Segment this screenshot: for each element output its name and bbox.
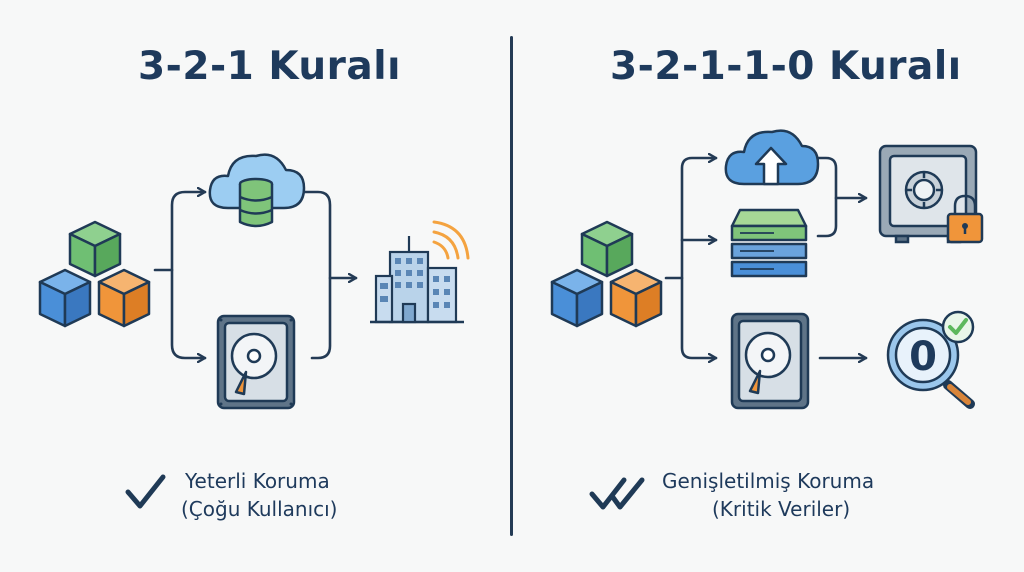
server-stack-icon (730, 208, 808, 278)
arrow-to-cloud (153, 192, 207, 272)
verify-zero-label: 0 (909, 334, 937, 380)
wifi-signal-icon (432, 220, 470, 260)
office-building-icon (370, 220, 470, 324)
left-caption-subtitle: (Çoğu Kullanıcı) (181, 497, 338, 521)
right-title: 3-2-1-1-0 Kuralı (610, 44, 962, 89)
arrow-to-safe (816, 156, 868, 198)
data-cubes-icon (38, 220, 151, 328)
left-caption-title: Yeterli Koruma (185, 469, 330, 493)
arrow-to-drive (170, 268, 207, 358)
arrow-to-drive-right (680, 276, 718, 358)
arrow-cloud-to-office (296, 190, 358, 278)
hard-drive-icon (216, 314, 296, 410)
arrow-to-cloud-upload (664, 158, 718, 280)
checkmark-icon (125, 474, 166, 509)
right-caption: Genişletilmiş Koruma (Kritik Veriler) (662, 467, 874, 523)
cloud-upload-icon (724, 129, 820, 186)
left-title: 3-2-1 Kuralı (138, 44, 401, 89)
center-divider (510, 36, 513, 536)
padlock-icon (946, 194, 984, 244)
safe-vault-icon (878, 144, 978, 244)
right-caption-subtitle: (Kritik Veriler) (712, 497, 851, 521)
double-checkmark-icon (589, 477, 645, 510)
cloud-database-icon (208, 153, 306, 228)
check-badge-icon (941, 310, 975, 344)
arrow-drive-to-office (310, 276, 332, 360)
right-caption-title: Genişletilmiş Koruma (662, 469, 875, 493)
data-cubes-icon (550, 220, 663, 328)
hard-drive-icon (730, 312, 810, 410)
left-caption: Yeterli Koruma (Çoğu Kullanıcı) (181, 467, 337, 523)
magnifier-zero-icon: 0 (886, 318, 975, 409)
arrow-server-to-safe (816, 196, 838, 238)
